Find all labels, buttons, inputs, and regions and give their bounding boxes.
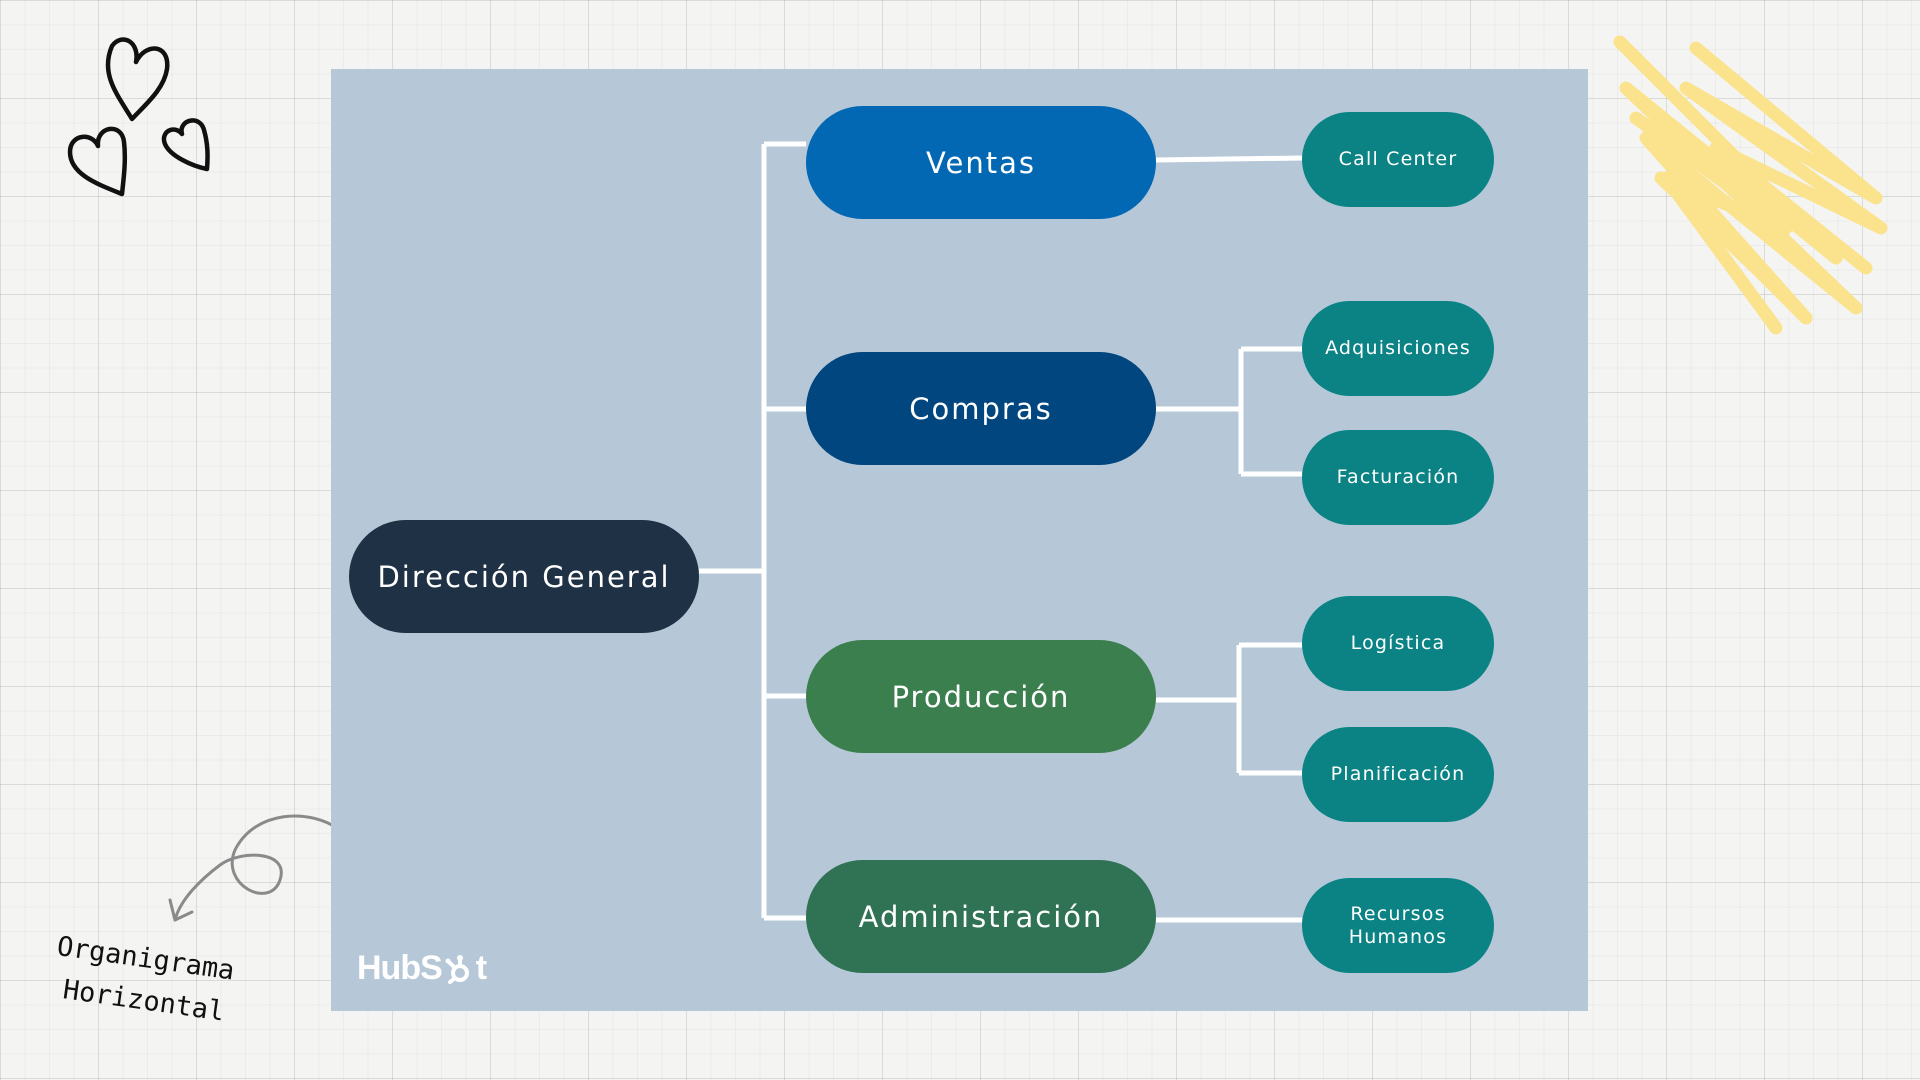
node-planificacion: Planificación (1302, 727, 1494, 822)
node-administracion: Administración (806, 860, 1156, 973)
node-ventas-label: Ventas (925, 145, 1037, 180)
org-chart-panel: Dirección General Ventas Compras Producc… (331, 69, 1588, 1011)
hubspot-logo-part1: HubS (357, 949, 443, 987)
diagram-caption: Organigrama Horizontal (48, 926, 278, 1040)
node-direccion-general-label: Dirección General (377, 559, 671, 594)
node-administracion-label: Administración (858, 899, 1104, 934)
node-adquisiciones-label: Adquisiciones (1325, 337, 1471, 359)
curly-arrow-icon (168, 814, 342, 922)
node-facturacion: Facturación (1302, 430, 1494, 525)
node-planificacion-label: Planificación (1330, 763, 1466, 785)
node-compras-label: Compras (909, 391, 1053, 426)
node-logistica: Logística (1302, 596, 1494, 691)
node-call-center-label: Call Center (1338, 148, 1458, 170)
node-compras: Compras (806, 352, 1156, 465)
hubspot-logo-part2: t (475, 949, 487, 987)
node-direccion-general: Dirección General (349, 520, 699, 633)
yellow-scribble (1613, 35, 1888, 335)
node-adquisiciones: Adquisiciones (1302, 301, 1494, 396)
node-produccion-label: Producción (891, 679, 1071, 714)
node-call-center: Call Center (1302, 112, 1494, 207)
node-ventas: Ventas (806, 106, 1156, 219)
hubspot-sprocket-icon (445, 954, 469, 984)
node-logistica-label: Logística (1350, 632, 1446, 654)
hubspot-logo: HubS t (357, 949, 487, 988)
node-facturacion-label: Facturación (1336, 466, 1460, 488)
hearts-icon (67, 37, 210, 197)
node-recursos-humanos-label: Recursos Humanos (1348, 902, 1448, 948)
node-produccion: Producción (806, 640, 1156, 753)
node-recursos-humanos: Recursos Humanos (1302, 878, 1494, 973)
connector-lines (699, 141, 1303, 923)
